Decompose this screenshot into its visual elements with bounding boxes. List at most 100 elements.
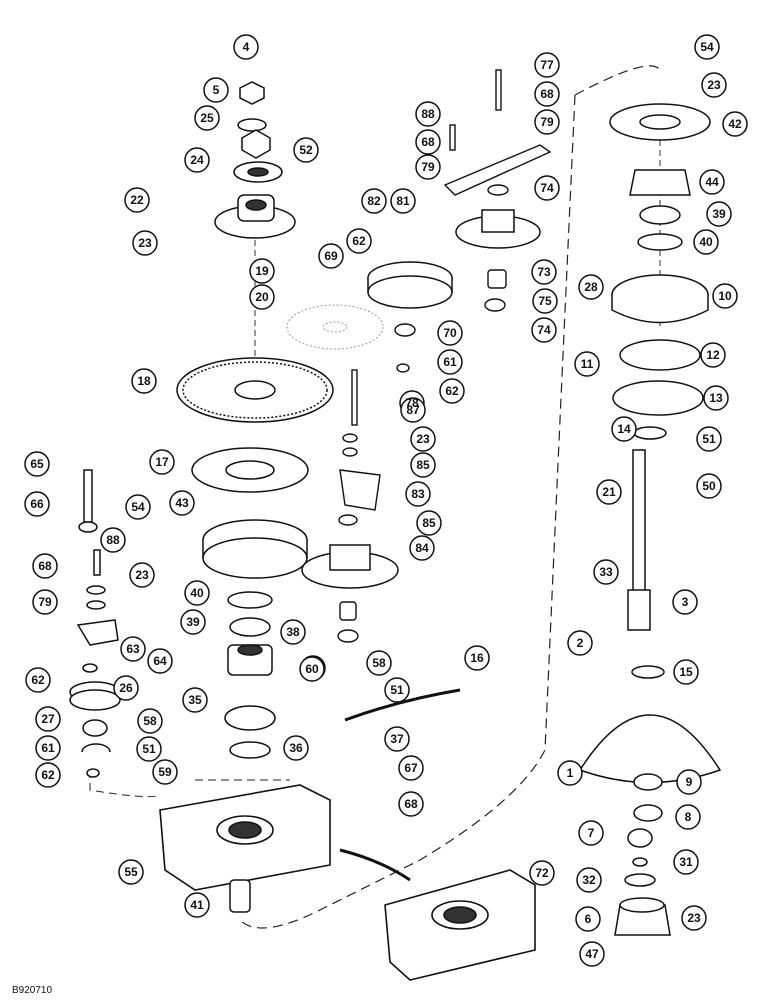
callout-1: 1: [567, 766, 574, 780]
callout-87: 87: [406, 403, 420, 417]
assembly-dash-left: [89, 770, 290, 798]
callout-68: 68: [540, 87, 554, 101]
callout-78: 78: [405, 396, 419, 410]
callout-28: 28: [584, 280, 598, 294]
gear-73-lower: [301, 544, 399, 589]
callout-labels: 4 5 25 24 52 22 23 19 20 77 68 88 79 68 …: [30, 40, 742, 961]
callout-32: 32: [582, 873, 596, 887]
callout-62: 62: [352, 234, 366, 248]
assembly-dash-outline: [239, 65, 661, 929]
callout-51: 51: [702, 432, 716, 446]
callout-13: 13: [709, 391, 723, 405]
callout-18: 18: [137, 374, 151, 388]
callout-8: 8: [685, 810, 692, 824]
callout-36: 36: [289, 741, 303, 755]
callout-16: 16: [470, 651, 484, 665]
callout-72: 72: [535, 866, 549, 880]
gear-73-upper: [455, 209, 541, 249]
gear-17: [191, 447, 309, 493]
callout-15: 15: [679, 665, 693, 679]
callout-54: 54: [131, 500, 145, 514]
gear-69: [367, 261, 453, 309]
callout-66: 66: [30, 497, 44, 511]
callout-51: 51: [390, 683, 404, 697]
callout-23: 23: [687, 911, 701, 925]
callout-47: 47: [585, 947, 599, 961]
callout-68: 68: [421, 135, 435, 149]
callout-12: 12: [706, 348, 720, 362]
callout-74: 74: [540, 181, 554, 195]
callout-77: 77: [540, 58, 554, 72]
callout-17: 17: [155, 455, 169, 469]
arrow-curve: [344, 688, 461, 722]
callout-21: 21: [602, 485, 616, 499]
callout-33: 33: [599, 565, 613, 579]
callout-51: 51: [142, 742, 156, 756]
callout-62: 62: [445, 384, 459, 398]
callout-64: 64: [153, 654, 167, 668]
gear-18: [176, 357, 334, 423]
callout-23: 23: [135, 568, 149, 582]
gear-43: [202, 519, 308, 579]
callout-69: 69: [324, 249, 338, 263]
callout-79: 79: [38, 595, 52, 609]
callout-20: 20: [255, 290, 269, 304]
callout-54: 54: [700, 40, 714, 54]
callout-25: 25: [200, 111, 214, 125]
callout-3: 3: [682, 595, 689, 609]
callout-61: 61: [443, 355, 457, 369]
right-column-parts: [578, 103, 722, 936]
small-parts-mid: [337, 69, 552, 643]
callout-19: 19: [255, 264, 269, 278]
callout-5: 5: [213, 83, 220, 97]
callout-85: 85: [422, 516, 436, 530]
callout-83: 83: [411, 487, 425, 501]
callout-39: 39: [712, 207, 726, 221]
callout-68: 68: [38, 559, 52, 573]
callout-58: 58: [372, 656, 386, 670]
callout-61: 61: [41, 741, 55, 755]
callout-62: 62: [31, 673, 45, 687]
callout-14: 14: [617, 422, 631, 436]
callout-62: 62: [41, 768, 55, 782]
callout-22: 22: [130, 193, 144, 207]
callout-59: 59: [158, 765, 172, 779]
figure-id: B920710: [12, 985, 52, 996]
callout-38: 38: [286, 625, 300, 639]
callout-43: 43: [175, 496, 189, 510]
callout-85: 85: [416, 458, 430, 472]
callout-88: 88: [421, 107, 435, 121]
callout-55: 55: [124, 865, 138, 879]
callout-84: 84: [415, 541, 429, 555]
callout-9: 9: [686, 775, 693, 789]
callout-63: 63: [126, 642, 140, 656]
housing-72: [384, 869, 536, 981]
callout-40: 40: [699, 235, 713, 249]
callout-50: 50: [702, 479, 716, 493]
callout-26: 26: [119, 681, 133, 695]
callout-42: 42: [728, 117, 742, 131]
callout-39: 39: [186, 615, 200, 629]
callout-70: 70: [443, 326, 457, 340]
callout-31: 31: [679, 855, 693, 869]
callout-23: 23: [707, 78, 721, 92]
callout-37: 37: [390, 732, 404, 746]
ghost-gear: [286, 304, 384, 350]
callout-79: 79: [540, 115, 554, 129]
gear-26-stack: [69, 469, 121, 778]
callout-75: 75: [538, 294, 552, 308]
callout-11: 11: [581, 357, 594, 371]
callout-23: 23: [416, 432, 430, 446]
callout-23: 23: [138, 236, 152, 250]
callout-44: 44: [705, 175, 719, 189]
callout-82: 82: [367, 194, 381, 208]
callout-4: 4: [243, 40, 250, 54]
sleeve-41: [229, 879, 251, 913]
callout-27: 27: [41, 712, 55, 726]
callout-35: 35: [188, 693, 202, 707]
callout-circles: [24, 34, 748, 967]
callout-2: 2: [577, 636, 584, 650]
housing-55: [159, 784, 331, 891]
callout-10: 10: [718, 289, 732, 303]
